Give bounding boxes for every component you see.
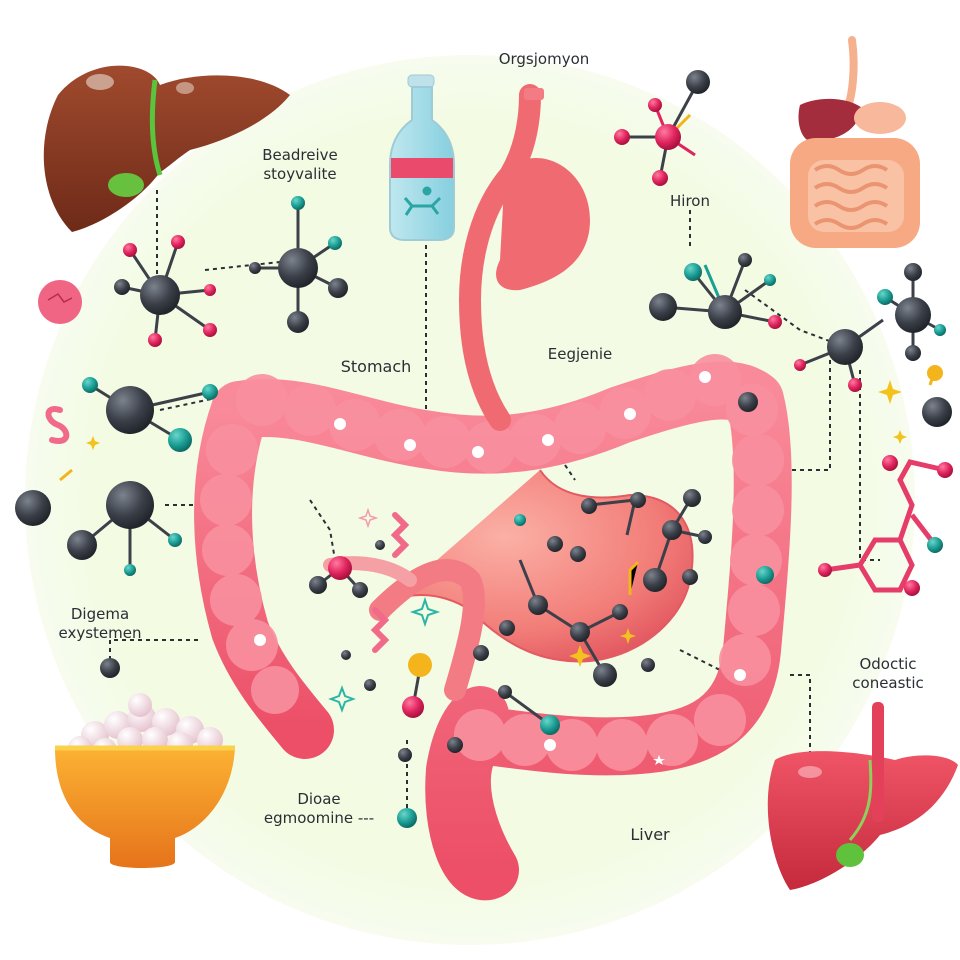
label-digema: Digema exystemen xyxy=(58,605,142,642)
pink-ring-molecule xyxy=(818,455,953,596)
pink-cell-illustration xyxy=(38,280,82,324)
flask-illustration xyxy=(389,74,455,241)
label-stomach: Stomach xyxy=(340,357,412,376)
label-odoctic: Odoctic coneastic xyxy=(852,655,924,692)
squiggles xyxy=(45,406,410,653)
atoms xyxy=(15,70,952,828)
label-beadreive: Beadreive stoyvalite xyxy=(262,146,338,183)
sparkles xyxy=(86,380,907,713)
large-intestine-illustration xyxy=(194,354,792,900)
label-eegjenie: Eegjenie xyxy=(547,345,613,363)
label-top: Orgsjomyon xyxy=(498,50,590,68)
digestive-system-mini-illustration xyxy=(790,36,920,248)
food-bowl-illustration xyxy=(55,693,235,868)
label-liver: Liver xyxy=(630,825,670,844)
red-liver-illustration xyxy=(767,702,958,890)
brown-liver-illustration xyxy=(43,65,290,232)
label-dioae: Dioae egmoomine --- xyxy=(263,790,375,827)
label-hiron: Hiron xyxy=(670,192,710,210)
